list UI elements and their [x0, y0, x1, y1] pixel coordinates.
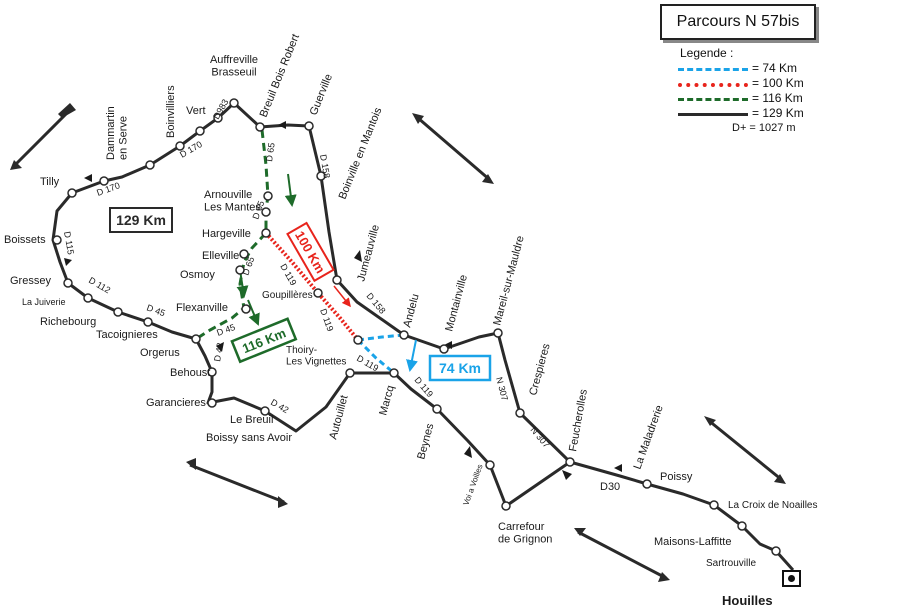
- route-129-line: [51, 101, 795, 572]
- town-orgerus: Orgerus: [140, 347, 180, 359]
- road-voie: Voi a Voilles: [461, 463, 484, 507]
- box-129: [109, 207, 173, 233]
- route-100-arrow: [333, 285, 351, 308]
- road-d119b: D 119: [318, 307, 335, 332]
- legend-label-116: = 116 Km: [752, 91, 803, 105]
- town-boinvilliers: Boinvilliers: [165, 85, 177, 138]
- road-d42a: D 42: [212, 342, 225, 362]
- legend-label-74: = 74 Km: [752, 61, 798, 75]
- town-vert: Vert: [186, 105, 206, 117]
- route-74-arrow: [406, 339, 418, 372]
- town-boissets: Boissets: [4, 234, 46, 246]
- town-mareil: Mareil-sur-Mauldre: [491, 235, 526, 327]
- town-goupilleres: Goupillères: [262, 290, 313, 301]
- town-montainville: Montainville: [443, 274, 470, 333]
- legend-label-129: = 129 Km: [752, 106, 804, 120]
- legend-heading: Legende :: [680, 46, 734, 60]
- road-d119c: D 119: [355, 353, 380, 373]
- road-d45a: D 45: [145, 302, 166, 318]
- box-116: 116 Km: [230, 317, 298, 364]
- box-74: [428, 354, 492, 382]
- town-dammartin: Dammartinen Serve: [105, 106, 130, 160]
- route-129-north: [232, 101, 572, 464]
- legend-elevation: D+ = 1027 m: [732, 122, 796, 134]
- town-garancieres: Garancieres: [146, 397, 206, 409]
- wind-arrows: [10, 103, 786, 582]
- box-74-label: 74 Km: [439, 360, 481, 376]
- town-beynes: Beynes: [415, 422, 436, 461]
- legend-line-100: [678, 83, 748, 87]
- box-100: 100 Km: [286, 221, 335, 283]
- legend-line-74: [678, 68, 748, 71]
- legend-row-100: = 100 Km: [672, 76, 812, 92]
- town-croix: La Croix de Noailles: [728, 500, 818, 511]
- road-d45b: D 45: [215, 322, 236, 338]
- road-d158b: D 158: [364, 291, 387, 316]
- town-houilles: Houilles: [722, 593, 773, 608]
- road-labels: D983 D 170 D 170 D 65 D 65 D 65 D 158 D …: [62, 97, 620, 506]
- town-sartrouville: Sartrouville: [706, 558, 756, 569]
- legend-row-116: = 116 Km: [672, 91, 812, 107]
- town-richebourg: Richebourg: [40, 316, 96, 328]
- town-thoiry: Thoiry-Les Vignettes: [286, 345, 346, 368]
- town-poissy: Poissy: [660, 471, 693, 483]
- legend-row-elevation: D+ = 1027 m: [672, 122, 812, 137]
- town-elleville: Elleville: [202, 250, 239, 262]
- route-116-arrow-c: [247, 299, 260, 326]
- houilles-marker-dot: [788, 575, 795, 582]
- map-title: Parcours N 57bis: [660, 4, 816, 40]
- legend-line-129: [678, 113, 748, 116]
- town-crespieres: Crespieres: [527, 342, 552, 397]
- town-behoust: Behoust: [170, 367, 210, 379]
- road-d115: D 115: [62, 231, 76, 256]
- town-juiverie: La Juiverie: [22, 297, 66, 307]
- legend-label-100: = 100 Km: [752, 76, 804, 90]
- town-gressey: Gressey: [10, 275, 51, 287]
- direction-markers: [64, 121, 622, 480]
- route-74-line: [357, 333, 405, 342]
- town-boinville: Boinville en Mantois: [337, 105, 385, 201]
- route-74-line-b: [356, 338, 395, 375]
- road-d42b: D 42: [269, 397, 290, 415]
- town-guerville: Guerville: [308, 72, 335, 117]
- road-n307b: N 307: [528, 425, 551, 450]
- legend: Legende : = 74 Km = 100 Km = 116 Km = 12…: [672, 46, 812, 137]
- town-breuil: Breuil Bois Robert: [258, 32, 302, 119]
- town-lebreuil: Le Breuil: [230, 414, 273, 426]
- box-129-label: 129 Km: [116, 212, 166, 228]
- road-d112: D 112: [87, 275, 112, 295]
- town-nodes: [52, 98, 781, 556]
- town-hargeville: Hargeville: [202, 228, 251, 240]
- town-boissy: Boissy sans Avoir: [206, 432, 292, 444]
- town-tilly: Tilly: [40, 176, 60, 188]
- legend-line-116: [678, 98, 748, 101]
- town-osmoy: Osmoy: [180, 269, 215, 281]
- town-andelu: Andelu: [401, 293, 421, 329]
- route-116-line: [195, 129, 270, 341]
- route-100-line: [264, 231, 360, 342]
- road-d65a: D 65: [264, 142, 277, 162]
- route-116-arrow-a: [284, 173, 297, 207]
- town-feucherolles: Feucherolles: [567, 388, 590, 453]
- road-d30: D30: [600, 481, 620, 493]
- town-tacoignieres: Tacoignieres: [96, 329, 158, 341]
- town-marcq: Marcq: [377, 384, 397, 417]
- road-d158a: D 158: [318, 154, 332, 179]
- town-maladrerie: La Maladrerie: [632, 404, 666, 471]
- town-flexanville: Flexanville: [176, 302, 228, 314]
- town-maisons: Maisons-Laffitte: [654, 536, 731, 548]
- road-n307a: N 307: [494, 376, 510, 402]
- legend-row-129: = 129 Km: [672, 106, 812, 122]
- legend-row-74: = 74 Km: [672, 61, 812, 77]
